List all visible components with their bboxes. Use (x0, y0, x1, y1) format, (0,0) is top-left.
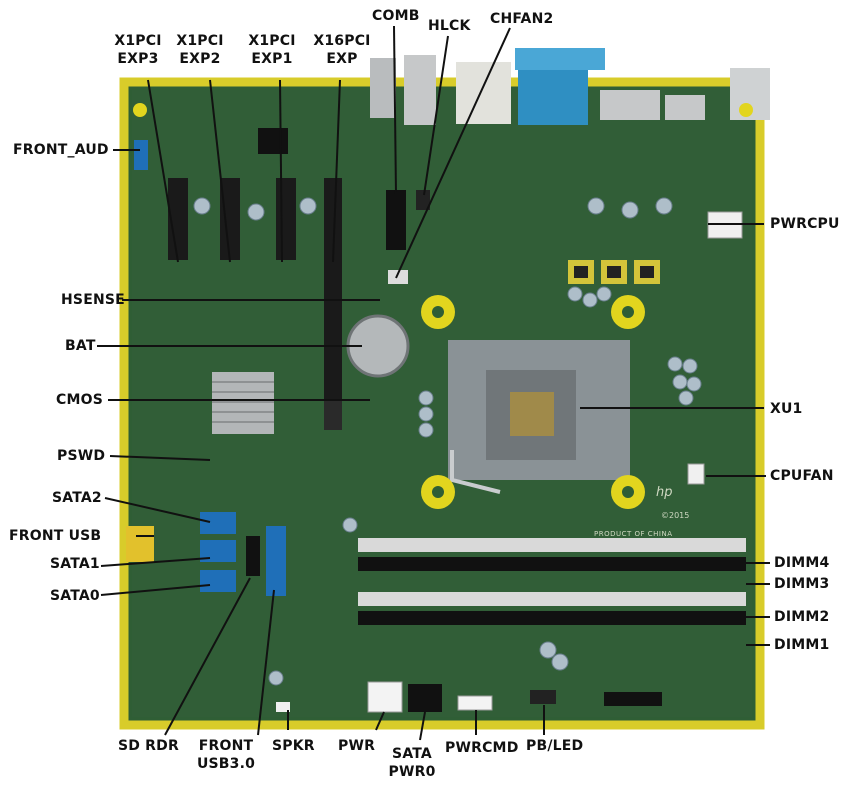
label-sata0: SATA0 (50, 588, 100, 604)
label-front-usb: FRONT USB (9, 528, 102, 544)
spkr-header (276, 702, 290, 712)
label-cpufan: CPUFAN (770, 468, 834, 484)
label-spkr: SPKR (272, 738, 315, 754)
dimm-slots (358, 538, 746, 625)
label-hlck: HLCK (428, 18, 471, 34)
sata2-port (200, 512, 236, 534)
displayport-connectors (600, 90, 660, 120)
pwr-connector (367, 681, 403, 713)
label-sd-rdr: SD RDR (118, 738, 179, 754)
label-pswd: PSWD (57, 448, 106, 464)
slot-x16pci-latch (324, 400, 342, 430)
bottom-right-header (604, 692, 662, 706)
slot-x1pci-exp1 (276, 178, 296, 260)
label-cmos: CMOS (56, 392, 103, 408)
label-xu1: XU1 (770, 401, 803, 417)
pwrcmd-connector (457, 695, 493, 711)
comb-header (386, 190, 406, 250)
board-copyright: ©2015 (661, 511, 690, 520)
cpufan-connector (687, 463, 705, 485)
label-hsense: HSENSE (61, 292, 125, 308)
leader-lines (97, 25, 770, 741)
vga-port (518, 70, 588, 125)
label-chfan2: CHFAN2 (490, 11, 554, 27)
board-origin: PRODUCT OF CHINA (594, 530, 673, 538)
label-pwrcpu: PWRCPU (770, 216, 840, 232)
front-aud-header (134, 140, 148, 170)
heatsink-fins (212, 381, 274, 423)
label-sata2: SATA2 (52, 490, 102, 506)
vrm-chokes (568, 260, 660, 284)
label-dimm2: DIMM2 (774, 609, 830, 625)
label-pwr: PWR (338, 738, 376, 754)
chfan2-header (388, 270, 408, 284)
rear-lan-port (456, 62, 511, 124)
bios-chip (258, 128, 288, 154)
label-sata1: SATA1 (50, 556, 100, 572)
hp-logo: hp (656, 485, 673, 500)
slot-x1pci-exp3 (168, 178, 188, 260)
serial-port-header (515, 48, 605, 70)
front-usb30-header (266, 526, 286, 596)
rear-usb-stack (370, 58, 396, 118)
sata1-port (200, 540, 236, 562)
cpu-socket-pins (510, 392, 554, 436)
slot-x1pci-exp2 (220, 178, 240, 260)
sata-pwr0-connector (408, 684, 442, 712)
label-dimm1: DIMM1 (774, 637, 830, 653)
hlck-header (416, 190, 430, 210)
rear-audio-jack-block (404, 55, 436, 125)
label-comb: COMB (372, 8, 420, 24)
label-pb-led: PB/LED (526, 738, 584, 754)
cpu-socket-lever (450, 450, 501, 494)
label-bat: BAT (65, 338, 96, 354)
front-usb-header (126, 526, 154, 562)
sata0-port (200, 570, 236, 592)
sd-rdr-header (246, 536, 260, 576)
label-dimm3: DIMM3 (774, 576, 830, 592)
pb-led-header (530, 690, 556, 704)
rear-usb-pair (665, 95, 705, 120)
capacitors (193, 197, 702, 686)
label-front-aud: FRONT_AUD (13, 142, 109, 158)
label-pwrcmd: PWRCMD (445, 740, 519, 756)
label-dimm4: DIMM4 (774, 555, 830, 571)
